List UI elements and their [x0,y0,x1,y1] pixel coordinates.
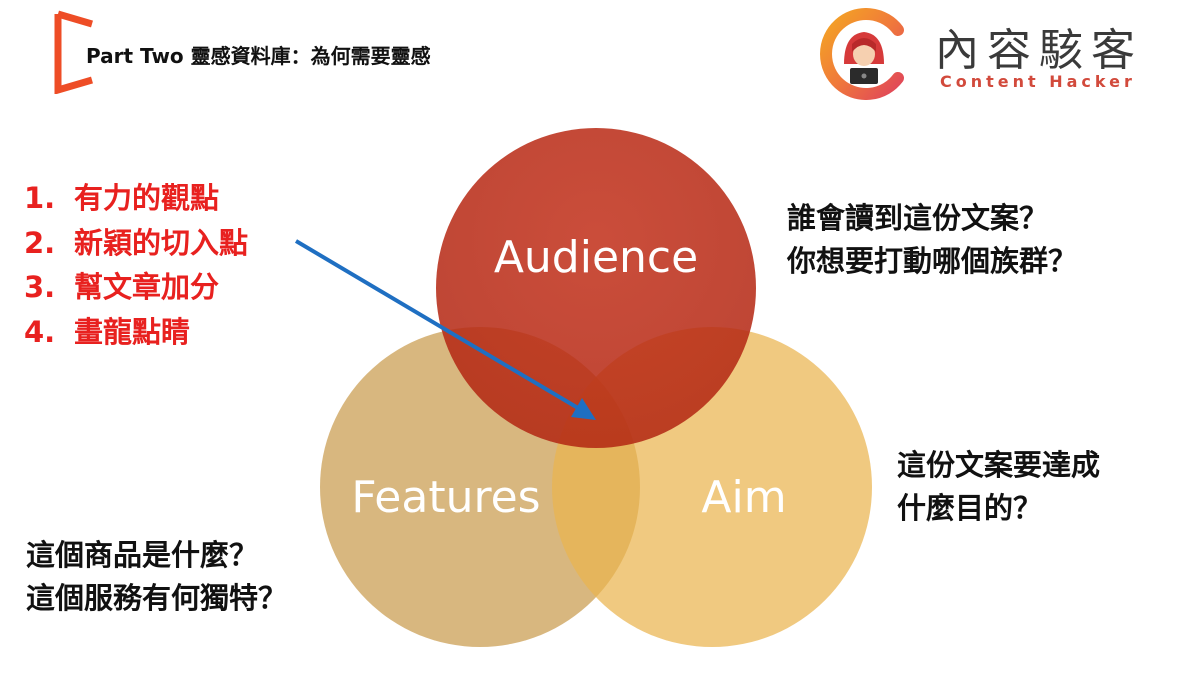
audience-questions: 誰會讀到這份文案？ 你想要打動哪個族群？ [787,197,1077,283]
question-line: 什麼目的？ [897,491,1043,525]
list-item-number: 2. [24,225,56,260]
aim-questions: 這份文案要達成 什麼目的？ [897,444,1100,530]
brand-tagline: Content Hacker [940,72,1136,91]
list-item-text: 幫文章加分 [74,270,220,304]
list-item-number: 3. [24,270,56,304]
list-item: 1. 有力的觀點 [24,176,248,221]
question-line: 這份文案要達成 [897,448,1101,482]
content-hacker-logo-icon [820,8,904,100]
list-item-text: 畫龍點睛 [74,314,191,349]
brand-name: 內容駭客 [935,25,1143,76]
list-item-number: 4. [24,314,56,349]
audience-label: Audience [494,232,698,283]
list-item-text: 新穎的切入點 [74,225,249,260]
question-line: 這個商品是什麼？ [26,538,259,572]
question-line: 誰會讀到這份文案？ [787,201,1049,235]
features-label: Features [351,472,540,523]
question-line: 你想要打動哪個族群？ [787,244,1078,278]
list-item: 4. 畫龍點睛 [24,310,248,355]
list-item-number: 1. [24,181,56,215]
list-item: 3. 幫文章加分 [24,265,248,310]
key-points-list: 1. 有力的觀點 2. 新穎的切入點 3. 幫文章加分 4. 畫龍點睛 [24,176,248,354]
pointer-arrow [294,239,580,410]
arrow-head-icon [571,398,596,420]
features-questions: 這個商品是什麼？ 這個服務有何獨特？ [26,534,287,620]
list-item-text: 有力的觀點 [74,181,220,215]
question-line: 這個服務有何獨特？ [26,581,288,615]
section-bracket-icon [54,10,93,94]
aim-label: Aim [701,472,786,523]
page-title: Part Two 靈感資料庫：為何需要靈感 [86,44,431,68]
list-item: 2. 新穎的切入點 [24,221,248,266]
audience-circle [436,128,756,448]
